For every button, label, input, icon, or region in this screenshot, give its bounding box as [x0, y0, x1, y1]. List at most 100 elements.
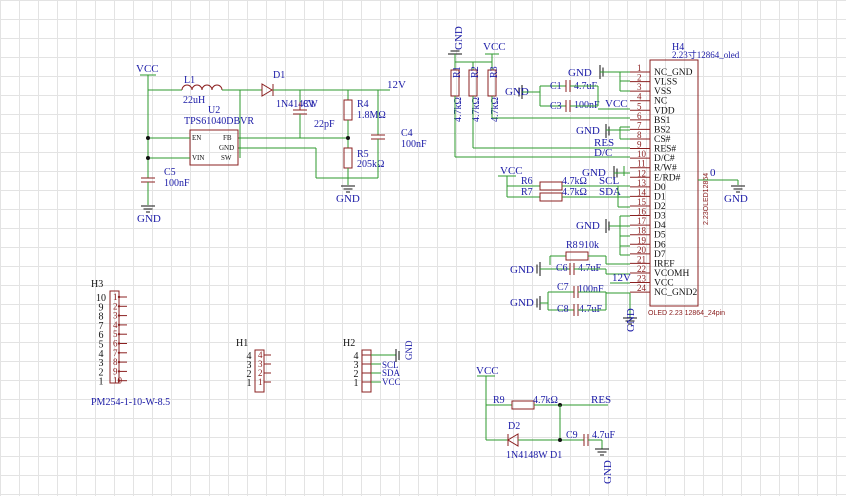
h3-pin-dot — [117, 305, 121, 308]
h3-pin-right-number: 1 — [113, 292, 118, 302]
l1-ref: L1 — [184, 75, 195, 86]
gnd-label-bs2: GND — [576, 125, 600, 137]
svg-text:C1: C1 — [550, 81, 562, 92]
svg-text:100nF: 100nF — [578, 284, 604, 295]
capacitor-c9[interactable]: C9 4.7uF — [566, 430, 616, 446]
gnd-label-rw: GND — [582, 167, 606, 179]
h3-pin-dot — [117, 295, 121, 299]
resistor-r2[interactable]: R2 4.7kΩ — [468, 66, 482, 122]
c5-value: 100nF — [164, 178, 190, 189]
oled-pin-number: 20 — [637, 245, 647, 255]
svg-text:C6: C6 — [556, 263, 568, 274]
oled-pin-name: D6 — [654, 240, 666, 250]
svg-text:R6: R6 — [521, 176, 533, 187]
r5-value: 205kΩ — [357, 159, 384, 170]
h3-pin-right-number: 2 — [113, 301, 118, 311]
oled-pin-number: 15 — [637, 197, 647, 207]
h3-pin-number: 9 — [99, 302, 104, 313]
vcc-label: VCC — [136, 63, 159, 75]
svg-text:R9: R9 — [493, 395, 505, 406]
oled-pin-name: NC — [654, 97, 667, 107]
oled-pin-number: 4 — [637, 92, 642, 102]
h1-pin-right-number: 4 — [258, 350, 263, 360]
oled-pin-name: IREF — [654, 259, 675, 269]
l1-value: 22uH — [183, 95, 205, 106]
oled-pin-number: 3 — [637, 82, 642, 92]
h3-pin-number: 4 — [99, 349, 104, 360]
resistor-r8[interactable]: R8 910k — [565, 240, 599, 261]
oled-pin-name: BS2 — [654, 125, 671, 135]
h3-pin-dot — [117, 351, 121, 354]
c4-value: 100nF — [401, 139, 427, 150]
d1-ref: D1 — [273, 70, 285, 81]
ic-u2-tps61040[interactable]: U2 TPS61040DBVR EN VIN FB GND SW — [184, 105, 254, 166]
oled-pin-number: 2 — [637, 73, 642, 83]
reset-circuit: VCC R9 4.7kΩ RES D2 1N4148W D1 C9 4.7uF — [476, 365, 616, 484]
h4-side-label: 2.23OLED12864 — [703, 173, 710, 225]
resistor-r3[interactable]: R3 4.7kΩ — [487, 66, 501, 122]
diode-d2[interactable]: D2 1N4148W D1 — [506, 421, 562, 461]
resistor-r4[interactable]: R4 1.8MΩ — [343, 90, 386, 121]
gnd-symbol-c6: GND — [510, 262, 541, 276]
svg-text:SDA: SDA — [382, 368, 401, 378]
oled-pin-number: 7 — [637, 120, 642, 130]
svg-text:4.7uF: 4.7uF — [592, 430, 616, 441]
zero-label: 0 — [710, 167, 716, 179]
svg-text:R8: R8 — [566, 240, 578, 251]
oled-pin-name: D2 — [654, 202, 666, 212]
h3-pin-right-number: 6 — [113, 339, 118, 349]
u2-ref: U2 — [208, 105, 220, 116]
resistor-r1[interactable]: R1 4.7kΩ — [450, 66, 464, 122]
oled-pin-number: 8 — [637, 130, 642, 140]
inductor-l1[interactable]: L1 22uH — [181, 75, 223, 106]
gnd-label-c7: GND — [510, 297, 534, 309]
gnd-symbol-h2: GND — [395, 340, 414, 362]
capacitor-c7[interactable]: C7 100nF — [557, 282, 604, 298]
oled-pin-name: VCOMH — [654, 269, 690, 279]
h1-pin-number: 1 — [247, 378, 252, 389]
oled-pin-name: RES# — [654, 145, 676, 155]
oled-pin-name: VSS — [654, 87, 671, 97]
svg-text:R3: R3 — [489, 66, 500, 78]
svg-text:SCL: SCL — [382, 360, 399, 370]
svg-text:GND: GND — [219, 144, 234, 152]
oled-pin-number: 17 — [637, 216, 647, 226]
vcc-label-r9: VCC — [476, 365, 499, 377]
h2-pin-number: 4 — [354, 351, 359, 362]
h1-pin-right-number: 1 — [258, 377, 263, 387]
svg-text:4.7kΩ: 4.7kΩ — [471, 97, 482, 122]
gnd-symbol-d3: GND — [576, 219, 610, 233]
oled-pin-number: 1 — [637, 63, 642, 73]
h1-pin-right-number: 2 — [258, 368, 263, 378]
vcc-label-r3: VCC — [483, 41, 506, 53]
h3-pin-dot — [117, 379, 121, 382]
oled-pin-name: D5 — [654, 231, 666, 241]
oled-h4[interactable]: H4 2.23寸12864_oled OLED 2.23 12864_24pin… — [630, 42, 740, 317]
h1-pin-number: 3 — [247, 360, 252, 371]
svg-text:GND: GND — [404, 340, 414, 360]
h2-ref: H2 — [343, 338, 355, 349]
h3-pin-dot — [117, 370, 121, 373]
resistor-r7[interactable]: R7 4.7kΩ — [521, 187, 587, 202]
r4-ref: R4 — [357, 99, 369, 110]
svg-text:C8: C8 — [557, 304, 569, 315]
h3-pin-number: 6 — [99, 330, 104, 341]
h3-pin-number: 5 — [99, 340, 104, 351]
oled-pin-number: 13 — [637, 178, 647, 188]
h3-pin-dot — [117, 323, 121, 327]
gnd-symbol-pin24: GND — [623, 308, 637, 332]
h3-pin-right-number: 10 — [113, 376, 123, 386]
h4-ref: H4 — [672, 42, 684, 53]
capacitor-c4[interactable]: C4 100nF — [371, 90, 427, 178]
oled-pin-name: R/W# — [654, 164, 677, 174]
resistor-r9[interactable]: R9 4.7kΩ — [493, 395, 558, 410]
oled-pin-number: 21 — [637, 254, 646, 264]
svg-text:4.7kΩ: 4.7kΩ — [490, 97, 501, 122]
